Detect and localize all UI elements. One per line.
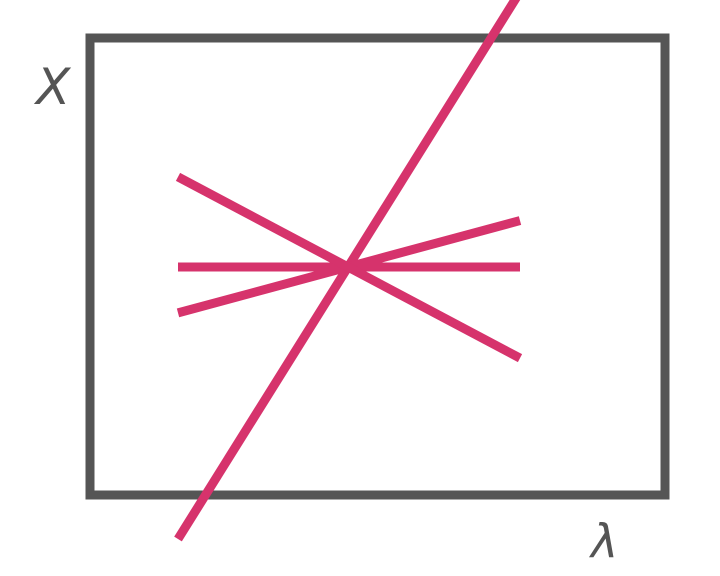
y-axis-label: X	[36, 58, 71, 116]
x-axis-label: λ	[591, 514, 619, 568]
falling-line	[175, 172, 523, 363]
plot-frame	[85, 33, 670, 500]
line-group	[174, 0, 523, 542]
